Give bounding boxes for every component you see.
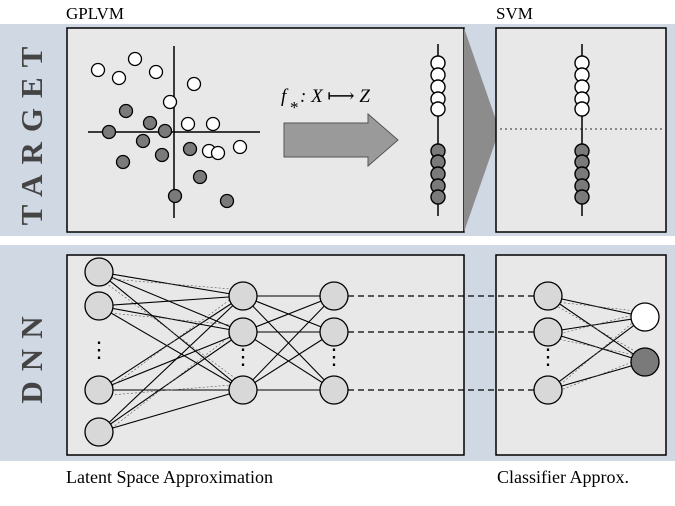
scatter-point-filled	[182, 141, 198, 157]
svm-label: SVM	[496, 4, 533, 23]
target-row-label: TARGET	[14, 37, 49, 226]
dnn-latent-panel	[66, 254, 465, 456]
scatter-point-open	[127, 51, 143, 67]
scatter-point-open	[111, 70, 127, 86]
classifier-hidden-node	[533, 281, 563, 311]
scatter-point-open	[205, 116, 221, 132]
dnn-edges	[98, 271, 335, 439]
scatter-point-open	[232, 139, 248, 155]
network-edge	[242, 295, 335, 333]
network-edge	[547, 300, 646, 358]
gplvm-label: GPLVM	[66, 4, 124, 23]
network-edge	[98, 331, 244, 391]
latent-point-open	[430, 101, 446, 117]
classifier-caption: Classifier Approx.	[497, 467, 629, 487]
dnn-row-label: DNN	[14, 306, 49, 403]
network-edge	[98, 277, 244, 291]
scatter-point-filled	[118, 103, 134, 119]
network-edge	[98, 389, 244, 433]
scatter-point-filled	[167, 188, 183, 204]
scatter-point-open	[162, 94, 178, 110]
latent-space-caption: Latent Space Approximation	[66, 467, 273, 487]
hidden2-ellipsis: ⋮	[323, 344, 345, 369]
dnn-classifier-panel	[495, 254, 667, 456]
mapping-label: f * : X ⟼ Z	[281, 86, 370, 118]
scatter-point-filled	[135, 133, 151, 149]
classifier-edges	[547, 295, 646, 396]
hidden2-node	[319, 317, 349, 347]
scatter-point-filled	[192, 169, 208, 185]
scatter-point-open	[210, 145, 226, 161]
panel-connector	[464, 28, 496, 232]
hidden2-node	[319, 281, 349, 311]
network-edge	[98, 271, 244, 333]
network-edge	[98, 331, 244, 433]
network-edge	[98, 295, 244, 307]
classifier-hidden-node	[533, 317, 563, 347]
clf-hidden-ellipsis: ⋮	[537, 344, 559, 369]
dashed-links	[348, 295, 534, 391]
network-edge	[98, 277, 244, 385]
network-edge	[98, 295, 244, 433]
scatter-point-filled	[115, 154, 131, 170]
hidden1-node	[228, 281, 258, 311]
classifier-nodes	[533, 281, 660, 405]
scatter-point-filled	[157, 123, 173, 139]
hidden2-node	[319, 375, 349, 405]
network-edge	[98, 311, 244, 327]
network-edge	[547, 356, 646, 396]
hidden1-node	[228, 317, 258, 347]
dnn-nodes	[84, 257, 349, 447]
network-edge	[547, 316, 646, 333]
input-node	[84, 257, 114, 287]
mapping-arrow	[283, 112, 399, 168]
scatter-point-filled	[142, 115, 158, 131]
svm-point-open	[574, 101, 590, 117]
input-node	[84, 291, 114, 321]
scatter-points	[90, 51, 248, 209]
output-node-filled	[630, 347, 660, 377]
network-edge	[547, 300, 646, 313]
scatter-point-filled	[101, 124, 117, 140]
scatter-point-open	[186, 76, 202, 92]
input-node	[84, 375, 114, 405]
scatter-point-open	[180, 116, 196, 132]
gplvm-panel: f * : X ⟼ Z	[66, 27, 465, 233]
network-edge	[242, 295, 335, 391]
hidden1-ellipsis: ⋮	[232, 344, 254, 369]
network-edge	[98, 383, 244, 397]
network-edge	[547, 336, 646, 358]
hidden1-node	[228, 375, 258, 405]
scatter-point-filled	[219, 193, 235, 209]
scatter-point-open	[148, 64, 164, 80]
network-edge	[98, 305, 244, 391]
network-edge	[547, 316, 646, 391]
network-edge	[98, 325, 244, 439]
scatter-point-open	[90, 62, 106, 78]
network-edge	[547, 311, 646, 338]
network-edge	[98, 289, 244, 397]
svm-panel	[495, 27, 667, 233]
input-ellipsis: ⋮	[88, 337, 110, 362]
output-node-open	[630, 302, 660, 332]
svm-point-filled	[574, 189, 590, 205]
classifier-hidden-node	[533, 375, 563, 405]
svm-points	[574, 55, 590, 205]
scatter-point-filled	[154, 147, 170, 163]
input-node	[84, 417, 114, 447]
latent-point-filled	[430, 189, 446, 205]
network-edge	[242, 331, 335, 391]
network-edge	[547, 311, 646, 396]
latent-points	[430, 55, 446, 205]
